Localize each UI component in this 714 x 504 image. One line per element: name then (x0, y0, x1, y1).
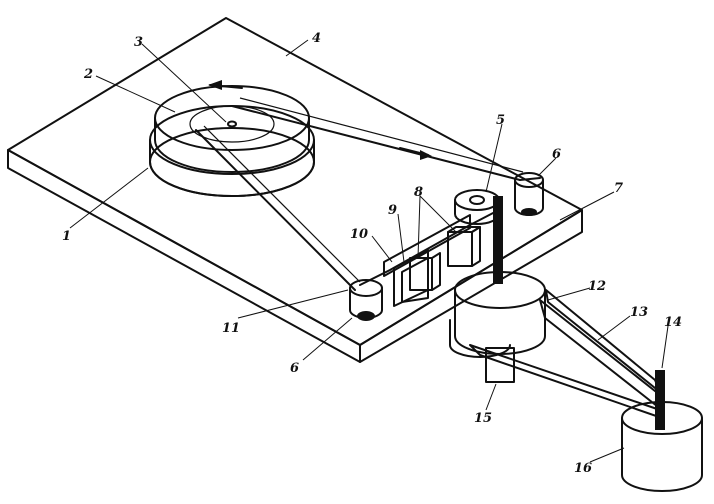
arrow-icon (420, 150, 432, 160)
motor (621, 370, 703, 492)
label-10: 10 (350, 227, 368, 242)
arrow-icon (208, 80, 222, 90)
label-6-right: 6 (552, 147, 561, 162)
head-8 (447, 231, 473, 267)
capstan-assembly (454, 189, 503, 284)
label-4: 4 (312, 31, 321, 46)
guide-roller-right (514, 172, 544, 216)
label-14: 14 (664, 315, 682, 330)
leader-lines (69, 39, 669, 463)
take-up-reel (149, 85, 315, 197)
label-3: 3 (134, 35, 143, 50)
part-labels: 1 2 3 4 5 6 6 7 8 9 10 11 12 13 14 15 16 (62, 31, 682, 476)
label-2: 2 (83, 67, 93, 82)
label-5: 5 (496, 113, 505, 128)
label-6-left: 6 (290, 361, 299, 376)
label-13: 13 (630, 305, 648, 320)
label-11: 11 (222, 321, 240, 336)
label-15: 15 (474, 411, 492, 426)
capstan-shaft (493, 196, 503, 284)
base-plate (7, 17, 583, 363)
label-1: 1 (62, 229, 71, 244)
reel-hub (227, 120, 237, 128)
label-9: 9 (388, 203, 397, 218)
motor-shaft (655, 370, 665, 430)
flywheel (449, 271, 546, 383)
label-16: 16 (574, 461, 592, 476)
label-7: 7 (614, 181, 623, 196)
guide-roller-left (349, 279, 383, 321)
magnetic-head-block (383, 214, 481, 307)
flywheel-spindle (485, 347, 515, 383)
magnetic-tape (195, 80, 541, 291)
label-8: 8 (414, 185, 423, 200)
label-12: 12 (588, 279, 606, 294)
